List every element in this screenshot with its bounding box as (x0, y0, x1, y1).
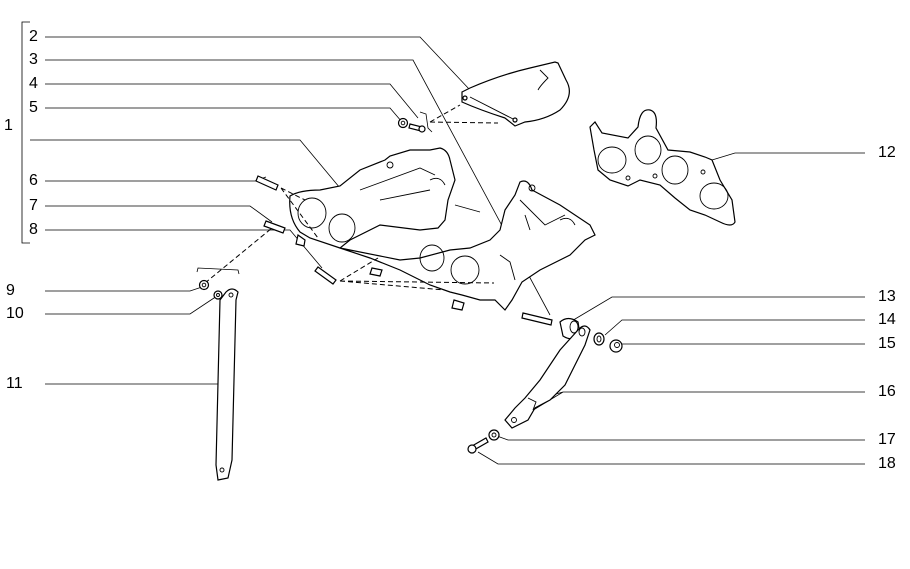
stud-8 (314, 266, 337, 285)
leader-17 (496, 435, 865, 441)
washer-14 (593, 332, 605, 346)
leader-8 (45, 229, 323, 269)
leader-14 (604, 319, 865, 336)
nut-9 (198, 279, 210, 291)
callout-11: 11 (6, 375, 23, 392)
bolt-4 (408, 123, 426, 133)
leader-1 (30, 139, 341, 189)
nut-5 (397, 117, 409, 129)
leader-4 (45, 83, 419, 119)
group-bracket (21, 21, 30, 244)
callout-3: 3 (29, 51, 38, 68)
leader-12 (711, 152, 865, 161)
callout-1: 1 (4, 117, 13, 134)
callout-2: 2 (29, 28, 38, 45)
nut-15 (609, 339, 623, 353)
manifold-gasket (589, 109, 736, 226)
leader-6 (45, 176, 267, 182)
callout-8: 8 (29, 221, 38, 238)
support-bracket-16 (504, 325, 591, 429)
callout-10: 10 (6, 305, 24, 322)
callout-14: 14 (878, 311, 896, 328)
callout-7: 7 (29, 197, 38, 214)
bracket-mark (419, 111, 433, 133)
callout-16: 16 (878, 383, 896, 400)
leader-7 (45, 205, 273, 223)
leader-2 (45, 36, 471, 91)
washer-10 (213, 290, 223, 300)
callout-4: 4 (29, 75, 38, 92)
bracket-mark-9 (196, 267, 240, 275)
leader-16 (529, 391, 865, 413)
stud-13a (521, 312, 553, 326)
callout-13: 13 (878, 288, 896, 305)
callout-9: 9 (6, 282, 15, 299)
washer-17 (488, 429, 500, 441)
leader-9 (45, 286, 203, 292)
callout-5: 5 (29, 99, 38, 116)
callout-6: 6 (29, 172, 38, 189)
leader-10 (45, 295, 218, 315)
leader-5 (45, 107, 403, 123)
leader-13 (569, 296, 865, 323)
callout-15: 15 (878, 335, 896, 352)
callout-12: 12 (878, 144, 896, 161)
callout-17: 17 (878, 431, 896, 448)
exhaust-manifold (289, 147, 596, 311)
support-bracket-11 (215, 288, 239, 481)
bolt-18 (467, 437, 489, 454)
stud-7 (263, 220, 286, 234)
stud-6 (255, 175, 279, 191)
leader-18 (477, 451, 865, 465)
heat-shield (461, 61, 570, 127)
callout-18: 18 (878, 455, 896, 472)
assembly-arrows-shield (429, 104, 499, 124)
